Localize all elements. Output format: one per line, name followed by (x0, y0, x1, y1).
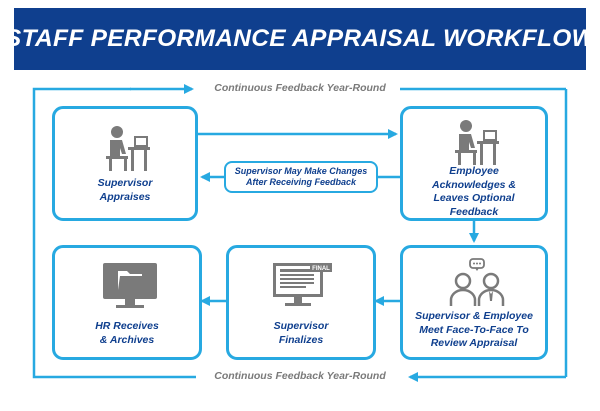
folder-monitor-icon (103, 263, 157, 308)
step-supervisor-appraises: Supervisor Appraises (52, 106, 198, 221)
step-label: Supervisor Finalizes (273, 320, 329, 346)
person-at-desk-icon (455, 120, 499, 165)
step-label: Supervisor & Employee Meet Face-To-Face … (415, 310, 533, 349)
step-supervisor-finalizes: FINAL Supervisor Finalizes (226, 245, 376, 360)
step-label: HR Receives & Archives (95, 320, 159, 346)
step-employee-acknowledges: Employee Acknowledges & Leaves Optional … (400, 106, 548, 221)
meeting-icon (449, 258, 505, 306)
loop-label-bottom: Continuous Feedback Year-Round (214, 370, 386, 382)
loop-label-top: Continuous Feedback Year-Round (214, 82, 386, 94)
step-label: Supervisor Appraises (97, 177, 153, 203)
feedback-loop-top-left (32, 87, 131, 379)
changes-note: Supervisor May Make Changes After Receiv… (224, 161, 378, 193)
final-stamp-text: FINAL (312, 266, 330, 272)
page-title: STAFF PERFORMANCE APPRAISAL WORKFLOW (4, 25, 596, 52)
final-document-monitor-icon: FINAL (273, 263, 332, 306)
step-label: Employee Acknowledges & Leaves Optional … (431, 165, 517, 218)
person-at-desk-icon (106, 126, 150, 171)
step-face-to-face-meeting: Supervisor & Employee Meet Face-To-Face … (400, 245, 548, 360)
title-banner: STAFF PERFORMANCE APPRAISAL WORKFLOW (5, 8, 595, 70)
step-hr-archives: HR Receives & Archives (52, 245, 202, 360)
